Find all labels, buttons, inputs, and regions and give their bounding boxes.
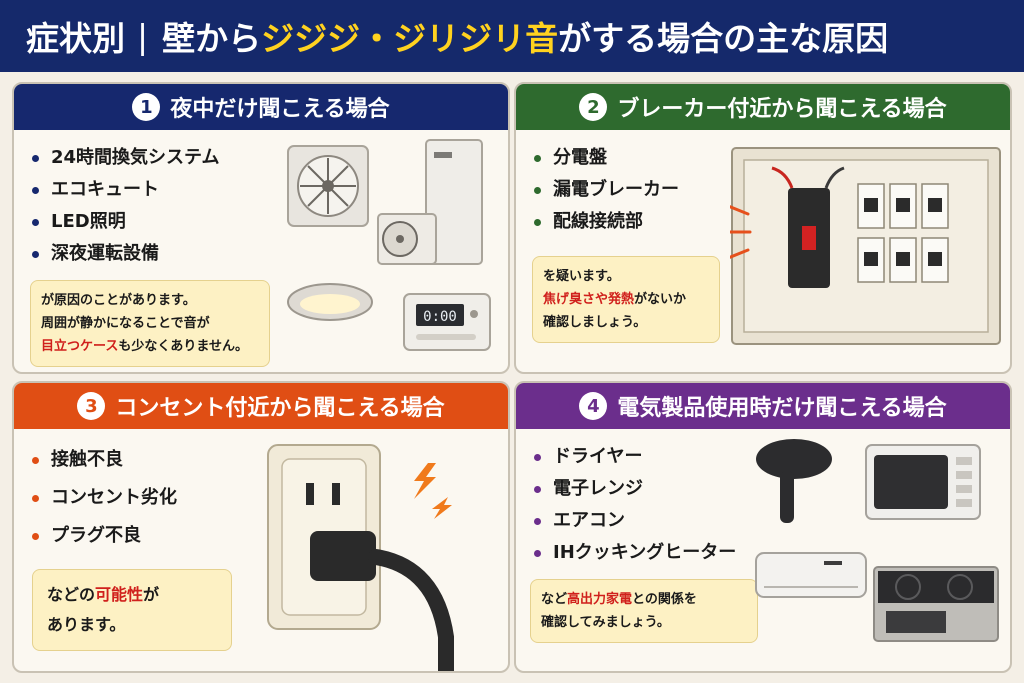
header-highlight: ジジジ・ジリジリ音 [261,19,559,58]
card-note: が原因のことがあります。 周囲が静かになることで音が 目立つケースも少なくありま… [30,280,270,367]
list-item: 接触不良 [32,441,177,479]
list-item: エコキュート [32,174,220,206]
eco-cute-unit-icon [377,139,483,265]
card-title: 夜中だけ聞こえる場合 [170,97,390,122]
distribution-panel-icon [730,147,1001,345]
bullet-icon [534,218,541,226]
card-note: など高出力家電との関係を 確認してみましょう。 [530,579,758,643]
list-item: コンセント劣化 [32,479,177,517]
bullet-icon [32,456,39,464]
ih-cooktop-icon [873,566,999,642]
wall-outlet-plug-icon [267,444,454,671]
card-note: などの可能性が あります。 [32,569,232,651]
bullet-icon [32,186,39,194]
list-item: 分電盤 [534,142,679,174]
header-separator: | [137,16,149,56]
bullet-icon [534,485,541,493]
header-part1: 壁から [162,19,262,58]
bullet-icon [534,186,541,194]
card-number: 2 [579,93,608,121]
list-item: 漏電ブレーカー [534,174,679,206]
bullet-icon [534,453,541,461]
bullet-icon [32,494,39,502]
timer-display: 0:00 [423,309,457,325]
bullet-icon [32,218,39,226]
list-item: LED照明 [32,206,220,238]
header-part2: がする場合の主な原因 [558,19,889,58]
timer-controller-icon: 0:00 [403,293,491,351]
bullet-icon [534,154,541,162]
bullet-icon [32,154,39,162]
list-item: ドライヤー [534,441,736,473]
list-item: 電子レンジ [534,473,736,505]
card-outlet-header: 3 コンセント付近から聞こえる場合 [14,383,508,429]
list-item: 24時間換気システム [32,142,220,174]
cause-list: ドライヤー 電子レンジ エアコン IHクッキングヒーター [534,441,736,569]
bullet-icon [32,250,39,258]
card-number: 3 [77,392,106,420]
card-number: 1 [132,93,161,121]
card-night-header: 1 夜中だけ聞こえる場合 [14,84,508,130]
ventilation-fan-icon [287,145,369,227]
cause-list: 24時間換気システム エコキュート LED照明 深夜運転設備 [32,142,220,270]
hair-dryer-icon [756,439,832,523]
list-item: IHクッキングヒーター [534,537,736,569]
card-appliance-header: 4 電気製品使用時だけ聞こえる場合 [516,383,1010,429]
cause-list: 分電盤 漏電ブレーカー 配線接続部 [534,142,679,238]
card-note: を疑います。 焦げ臭さや発熱がないか 確認しましょう。 [532,256,720,343]
list-item: プラグ不良 [32,517,177,555]
bullet-icon [534,517,541,525]
card-night: 1 夜中だけ聞こえる場合 24時間換気システム エコキュート LED照明 深夜運… [12,82,510,374]
card-appliance: 4 電気製品使用時だけ聞こえる場合 ドライヤー 電子レンジ エアコン IHクッキ… [514,381,1012,673]
card-number: 4 [579,392,608,420]
header-prefix: 症状別 [26,19,125,58]
list-item: エアコン [534,505,736,537]
cause-list: 接触不良 コンセント劣化 プラグ不良 [32,441,177,555]
microwave-icon [865,444,981,520]
bullet-icon [32,532,39,540]
bullet-icon [534,549,541,557]
card-breaker-header: 2 ブレーカー付近から聞こえる場合 [516,84,1010,130]
page-header: 症状別 | 壁から ジジジ・ジリジリ音 がする場合の主な原因 [0,0,1024,72]
list-item: 配線接続部 [534,206,679,238]
air-conditioner-icon [755,552,867,598]
card-title: ブレーカー付近から聞こえる場合 [617,97,947,122]
card-title: 電気製品使用時だけ聞こえる場合 [617,396,947,421]
ceiling-light-icon [287,283,373,321]
list-item: 深夜運転設備 [32,238,220,270]
card-title: コンセント付近から聞こえる場合 [115,396,445,421]
card-outlet: 3 コンセント付近から聞こえる場合 接触不良 コンセント劣化 プラグ不良 などの… [12,381,510,673]
card-breaker: 2 ブレーカー付近から聞こえる場合 分電盤 漏電ブレーカー 配線接続部 を疑いま… [514,82,1012,374]
